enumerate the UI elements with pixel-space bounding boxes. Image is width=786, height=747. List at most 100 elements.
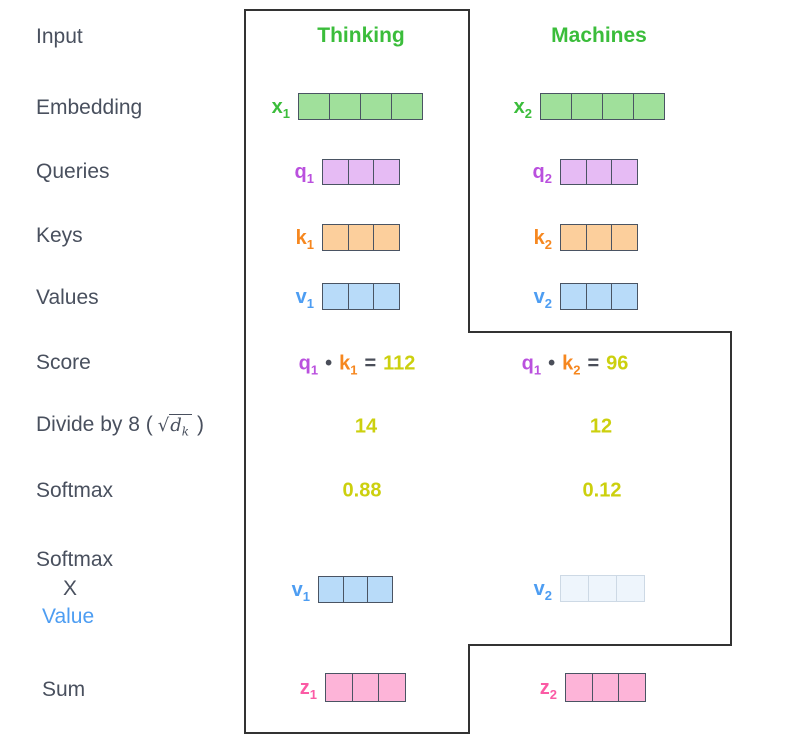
vector-cell [603, 94, 634, 119]
row-label-queries: Queries [36, 160, 110, 183]
vector-cell [374, 225, 399, 250]
vector-cell [323, 160, 349, 184]
vector-cell [361, 94, 392, 119]
vector-cell [592, 674, 619, 701]
row-label-score: Score [36, 351, 91, 374]
vector-cell [612, 225, 637, 250]
vector-cell [586, 284, 612, 309]
score1-result: 112 [383, 352, 416, 375]
vector-cell [348, 225, 374, 250]
vector-box-k1 [322, 224, 400, 251]
column-header-thinking: Thinking [317, 24, 405, 47]
vector-cell [323, 225, 349, 250]
softmax-value-1: 0.88 [342, 479, 382, 502]
vector-cell [392, 94, 422, 119]
vector-label-k1: k1 [295, 226, 314, 252]
vector-row-x1: x1 [264, 93, 423, 120]
vector-label-x1: x1 [271, 95, 290, 121]
score2-q-term: q1 [521, 352, 542, 378]
radical-sign: √ [157, 415, 170, 436]
divide-value-1: 14 [354, 415, 378, 438]
vector-cell [589, 576, 617, 601]
row-label-softmax-x-value-line2: X [63, 577, 78, 600]
vector-cell [343, 577, 368, 602]
vector-box-v2 [560, 283, 638, 310]
vector-box-k2 [560, 224, 638, 251]
row-label-values: Values [36, 286, 99, 309]
vector-row-k1: k1 [288, 224, 400, 251]
vector-cell [348, 160, 374, 184]
vector-cell [586, 225, 612, 250]
vector-cell [619, 674, 645, 701]
divide-value-2: 12 [589, 415, 613, 438]
vector-cell [561, 284, 587, 309]
sqrt-dk-formula: √dk [157, 414, 193, 438]
row-label-keys: Keys [36, 224, 83, 247]
vector-cell [379, 674, 405, 701]
vector-label-v1: v1 [295, 285, 314, 311]
score1-k-term: k1 [339, 352, 358, 378]
score2-k-term: k2 [562, 352, 581, 378]
dot-product-icon: • [325, 352, 333, 375]
vector-label-q2: q2 [532, 161, 552, 186]
score1-q-term: q1 [298, 352, 319, 378]
vector-cell [368, 577, 392, 602]
vector-cell [561, 160, 587, 184]
vector-label-v1-weighted: v1 [291, 578, 310, 604]
divide-label-close-paren: ) [197, 413, 205, 436]
softmax-value-2: 0.12 [582, 479, 622, 502]
score-equation-1: q1 • k1 = 112 [298, 352, 416, 378]
vector-cell [612, 160, 637, 184]
vector-cell [541, 94, 572, 119]
vector-cell [374, 160, 399, 184]
vector-cell [374, 284, 399, 309]
vector-label-q1: q1 [294, 161, 314, 186]
equals-sign: = [364, 352, 377, 375]
vector-cell [326, 674, 353, 701]
vector-box-q1 [322, 159, 400, 185]
vector-label-z1: z1 [299, 676, 317, 702]
vector-label-k2: k2 [533, 226, 552, 252]
row-label-divide-by-8: Divide by 8 (√dk) [36, 412, 204, 439]
vector-box-v1 [322, 283, 400, 310]
vector-cell [561, 576, 589, 601]
vector-cell [566, 674, 593, 701]
vector-row-q1: q1 [288, 159, 400, 185]
vector-box-z2 [565, 673, 646, 702]
equals-sign: = [587, 352, 600, 375]
vector-label-z2: z2 [539, 676, 557, 702]
vector-row-v2: v2 [526, 283, 638, 310]
vector-box-q2 [560, 159, 638, 185]
row-label-softmax-x-value-line1: Softmax [36, 548, 114, 571]
radicand-dk: dk [169, 414, 193, 438]
vector-cell [561, 225, 587, 250]
vector-box-v2-weighted-faded [560, 575, 645, 602]
vector-box-v1-weighted [318, 576, 393, 603]
dot-product-icon: • [548, 352, 556, 375]
row-label-input: Input [36, 25, 83, 48]
vector-cell [612, 284, 637, 309]
vector-cell [299, 94, 330, 119]
vector-label-v2-weighted: v2 [533, 577, 552, 603]
vector-box-z1 [325, 673, 406, 702]
vector-label-x2: x2 [513, 95, 532, 121]
score-equation-2: q1•k2=96 [521, 352, 629, 378]
vector-cell [348, 284, 374, 309]
vector-cell [323, 284, 349, 309]
vector-label-v2: v2 [533, 285, 552, 311]
vector-row-k2: k2 [526, 224, 638, 251]
vector-box-x2 [540, 93, 665, 120]
vector-row-q2: q2 [526, 159, 638, 185]
vector-row-v1-weighted: v1 [284, 576, 393, 603]
divide-label-text: Divide by 8 ( [36, 413, 153, 436]
vector-row-z2: z2 [531, 673, 646, 702]
row-label-softmax-x-value-line3: Value [42, 605, 95, 628]
vector-cell [572, 94, 603, 119]
vector-row-x2: x2 [506, 93, 665, 120]
vector-cell [352, 674, 379, 701]
vector-cell [586, 160, 612, 184]
vector-box-x1 [298, 93, 423, 120]
vector-cell [330, 94, 361, 119]
row-label-softmax: Softmax [36, 479, 114, 502]
